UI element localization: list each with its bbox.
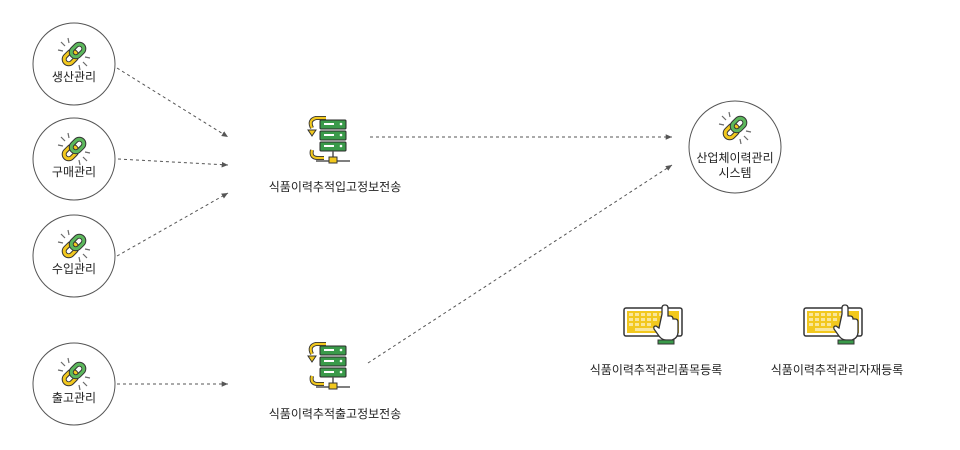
source-label: 구매관리 [52, 165, 96, 179]
target-label-line2: 시스템 [718, 166, 751, 180]
connectors [116, 67, 673, 387]
registration-item-product: 식품이력추적관리품목등록 [590, 304, 722, 377]
source-node-shipping: 출고관리 [32, 342, 116, 426]
source-label: 수입관리 [52, 262, 96, 276]
registration-label: 식품이력추적관리품목등록 [590, 363, 722, 377]
keyboard-hand-icon [623, 304, 683, 345]
source-label: 생산관리 [52, 70, 96, 84]
server-label: 식품이력추적출고정보전송 [269, 407, 401, 421]
connector-purchase-to-inbound [117, 158, 229, 168]
source-label: 출고관리 [52, 391, 96, 405]
registration-item-material: 식품이력추적관리자재등록 [771, 304, 903, 377]
server-sync-icon [306, 116, 352, 165]
registration-label: 식품이력추적관리자재등록 [771, 363, 903, 377]
target-label-line1: 산업체이력관리 [696, 151, 773, 165]
server-node-outbound: 식품이력추적출고정보전송 [269, 342, 401, 421]
keyboard-hand-icon [803, 304, 863, 345]
server-node-inbound: 식품이력추적입고정보전송 [269, 116, 401, 194]
target-system-node: 산업체이력관리 시스템 [688, 100, 782, 194]
source-node-production: 생산관리 [32, 22, 116, 106]
connector-production-to-inbound [116, 67, 229, 138]
connector-import-to-inbound [116, 192, 229, 257]
source-node-purchase: 구매관리 [32, 117, 116, 201]
server-sync-icon [306, 342, 352, 391]
connector-outbound-to-system [367, 164, 673, 364]
source-node-import: 수입관리 [32, 214, 116, 298]
server-label: 식품이력추적입고정보전송 [269, 180, 401, 194]
